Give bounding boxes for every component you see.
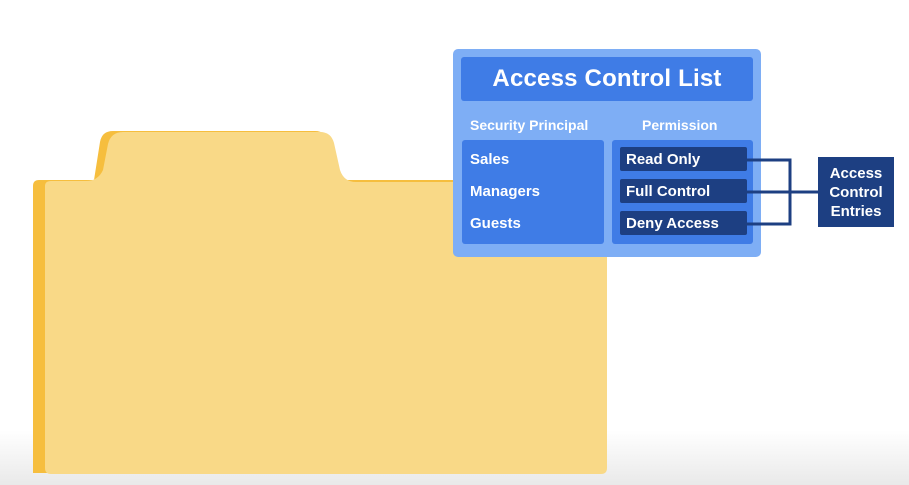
ace-label-line3: Entries <box>830 202 882 220</box>
permission-list: Read Only Full Control Deny Access <box>612 140 753 244</box>
principal-managers: Managers <box>470 183 541 200</box>
access-control-entries-label: Access Control Entries <box>818 157 894 227</box>
security-principal-header: Security Principal <box>470 117 589 133</box>
permission-deny-access: Deny Access <box>620 211 747 235</box>
principal-guests: Guests <box>470 215 521 232</box>
permission-read-only: Read Only <box>620 147 747 171</box>
principal-list: Sales Managers Guests <box>462 140 604 244</box>
principal-sales: Sales <box>470 151 510 168</box>
ace-label-line1: Access <box>829 164 883 182</box>
acl-title: Access Control List <box>461 57 753 101</box>
acl-panel: Access Control List Security Principal P… <box>453 49 761 257</box>
ace-label-line2: Control <box>829 183 883 201</box>
permission-header: Permission <box>642 117 718 133</box>
permission-full-control: Full Control <box>620 179 747 203</box>
